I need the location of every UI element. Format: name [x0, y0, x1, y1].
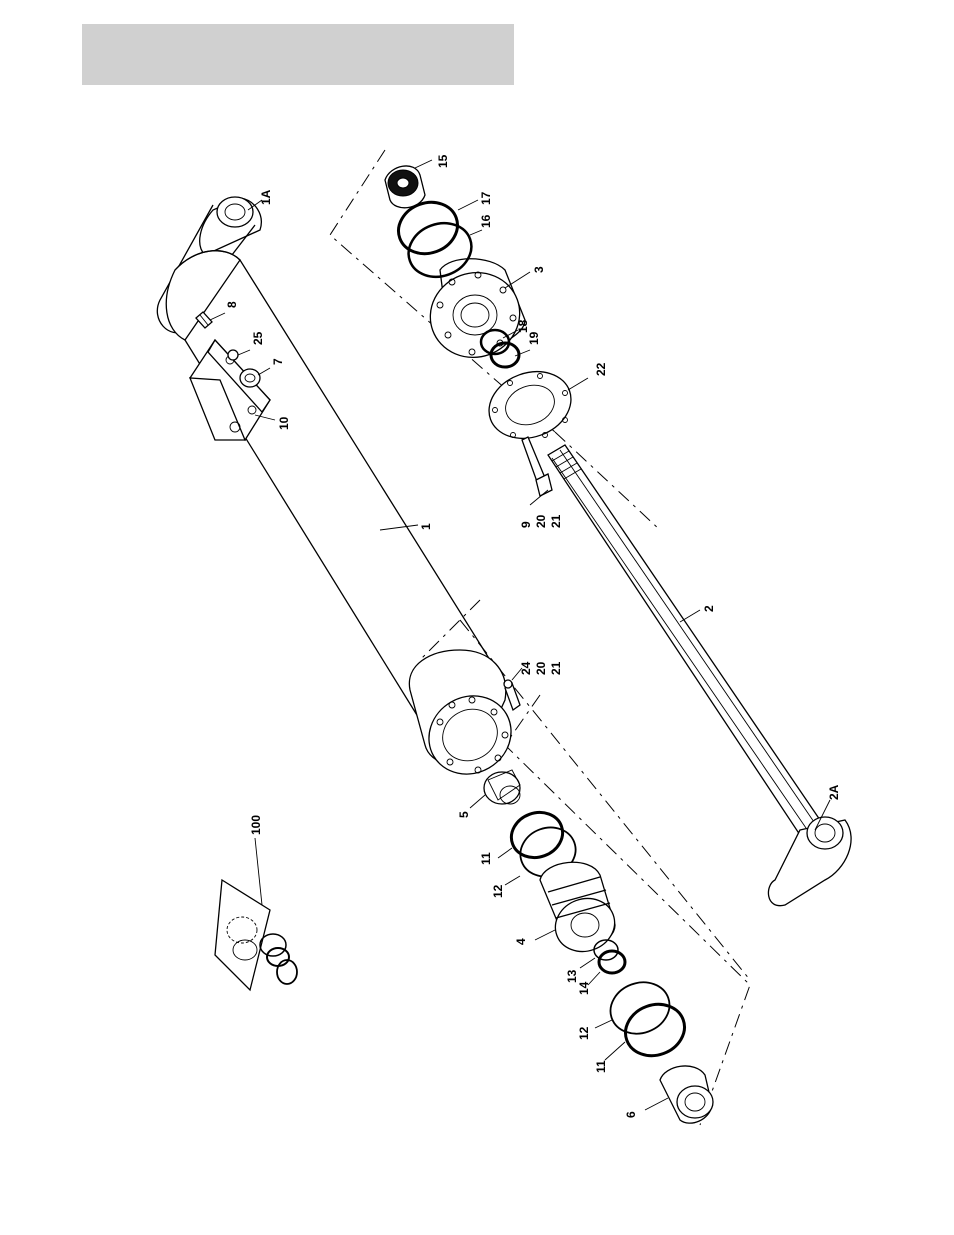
label-1a: 1A — [259, 189, 273, 205]
label-5: 5 — [457, 811, 471, 818]
label-20a: 20 — [534, 514, 548, 528]
label-8: 8 — [225, 301, 239, 308]
label-22: 22 — [594, 362, 608, 376]
bolt-24-20-21 — [504, 680, 520, 710]
label-9: 9 — [519, 521, 533, 528]
spacer-6 — [660, 1066, 713, 1123]
label-2: 2 — [702, 605, 716, 612]
label-2a: 2A — [827, 784, 841, 800]
label-24: 24 — [519, 661, 533, 675]
fitting-7 — [240, 369, 260, 387]
label-4: 4 — [514, 938, 528, 945]
gland-head — [418, 259, 531, 370]
part-labels: 15 17 16 3 18 19 22 9 20 21 1A 8 25 7 10… — [225, 154, 841, 1118]
ring-14 — [599, 951, 625, 973]
label-14: 14 — [577, 981, 591, 995]
label-10: 10 — [277, 416, 291, 430]
label-17: 17 — [479, 191, 493, 205]
label-12-rear: 12 — [577, 1026, 591, 1040]
label-25: 25 — [251, 331, 265, 345]
bolt-9-20-21 — [522, 437, 552, 496]
nut-5 — [484, 770, 520, 804]
label-16: 16 — [479, 214, 493, 228]
seal-kit-bag — [215, 880, 297, 990]
label-6: 6 — [624, 1111, 638, 1118]
label-13: 13 — [565, 969, 579, 983]
label-11-rear: 11 — [594, 1060, 608, 1073]
flange-22 — [480, 361, 581, 450]
ring-11-front — [505, 805, 569, 864]
label-21a: 21 — [549, 514, 563, 528]
label-100: 100 — [249, 815, 263, 835]
ring-11-rear — [618, 996, 691, 1064]
piston-4 — [540, 862, 622, 959]
label-18: 18 — [516, 319, 530, 333]
label-11-front: 11 — [479, 852, 493, 865]
label-1: 1 — [419, 523, 433, 530]
seal-15 — [385, 166, 425, 208]
label-15: 15 — [436, 154, 450, 168]
label-7: 7 — [271, 358, 285, 365]
fitting-25 — [228, 350, 238, 360]
label-3: 3 — [532, 266, 546, 273]
leader-lines — [210, 160, 830, 1110]
label-20b: 20 — [534, 661, 548, 675]
label-19: 19 — [527, 331, 541, 345]
label-12-front: 12 — [491, 884, 505, 898]
piston-rod — [548, 445, 851, 906]
label-21b: 21 — [549, 661, 563, 675]
